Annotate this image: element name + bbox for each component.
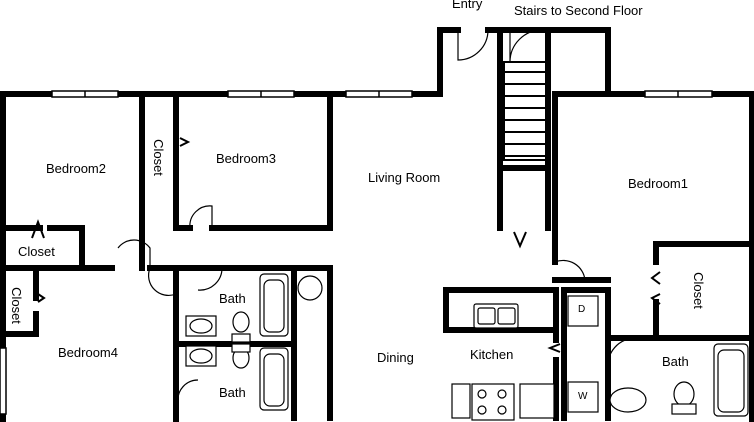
bath-upper-label: Bath: [219, 291, 246, 306]
dryer-label: D: [578, 304, 586, 315]
living-room-label: Living Room: [368, 170, 441, 185]
closet-b3-label: Closet: [150, 139, 166, 176]
washer-label: W: [578, 391, 588, 402]
stairs-label: Stairs to Second Floor: [514, 3, 643, 18]
entry-label: Entry: [452, 0, 483, 11]
bedroom4-label: Bedroom4: [58, 345, 118, 360]
fixtures: [185, 273, 749, 421]
closet-b4-label: Closet: [8, 287, 24, 324]
windows: [0, 90, 713, 415]
bath-right-label: Bath: [662, 354, 689, 369]
closet-b2-label: Closet: [18, 244, 55, 259]
walls: [0, 27, 754, 422]
stair-treads: [503, 61, 547, 161]
dining-label: Dining: [377, 350, 414, 365]
bedroom1-label: Bedroom1: [628, 176, 688, 191]
closet-doors: [31, 137, 661, 353]
bedroom3-label: Bedroom3: [216, 151, 276, 166]
kitchen-label: Kitchen: [470, 347, 514, 362]
closet-b1-label: Closet: [690, 272, 706, 309]
bedroom2-label: Bedroom2: [46, 161, 106, 176]
doors: [117, 29, 637, 403]
bath-lower-label: Bath: [219, 385, 246, 400]
